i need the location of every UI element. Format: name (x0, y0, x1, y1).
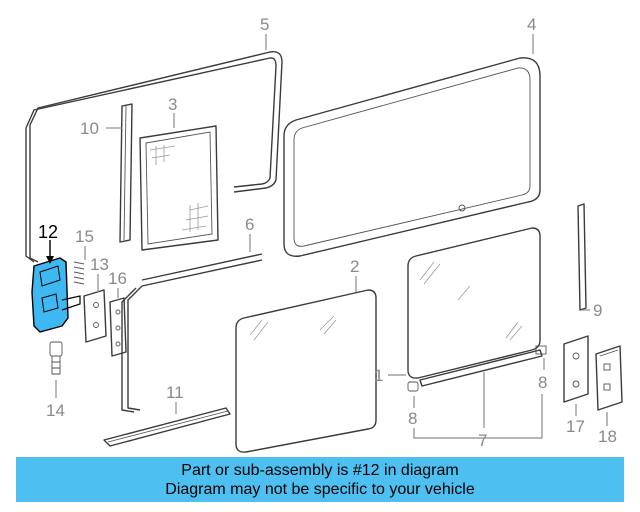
part-12-latch-housing (31, 257, 81, 333)
banner-line-2: Diagram may not be specific to your vehi… (165, 480, 475, 498)
banner-line-1: Part or sub-assembly is #12 in diagram (181, 461, 459, 479)
callout-7: 7 (478, 431, 487, 450)
part-17-plate (563, 335, 589, 403)
part-9-strip (577, 203, 587, 311)
part-10-channel (119, 103, 133, 243)
callout-18: 18 (598, 427, 617, 446)
part-6-run-channel (121, 253, 263, 413)
part-2-door-glass (235, 289, 377, 453)
part-1-glass-assembly (407, 227, 547, 387)
part-5-weatherstrip (25, 51, 283, 263)
parts-diagram: 5 4 3 10 6 2 1 11 18 9 12 13 15 16 14 8 … (25, 15, 623, 453)
callout-labels: 5 4 3 10 6 2 1 11 18 9 12 13 15 16 14 8 … (38, 15, 617, 450)
callout-6: 6 (245, 215, 254, 234)
callout-10: 10 (80, 119, 99, 138)
callout-13: 13 (90, 255, 109, 274)
callout-4: 4 (527, 15, 536, 34)
callout-17: 17 (566, 417, 585, 436)
part-15-spring (73, 261, 85, 285)
part-18-plate (595, 345, 623, 411)
callout-5: 5 (260, 15, 269, 34)
part-16-bracket (109, 297, 127, 357)
callout-3: 3 (168, 95, 177, 114)
part-13-bracket (83, 289, 107, 343)
part-11-sash-channel (103, 407, 231, 447)
callout-8-left: 8 (408, 409, 417, 428)
callout-11: 11 (166, 383, 184, 402)
callout-15: 15 (75, 227, 94, 246)
callout-14: 14 (46, 401, 65, 420)
callout-16: 16 (108, 269, 127, 288)
leader-lines (46, 34, 608, 439)
part-14-bolt (49, 341, 63, 375)
callout-9-label: 9 (593, 301, 602, 320)
callout-2: 2 (350, 257, 359, 276)
info-banner: Part or sub-assembly is #12 in diagram D… (16, 457, 624, 502)
callout-1: 1 (374, 366, 383, 385)
part-8-clip (407, 381, 419, 392)
callout-12: 12 (38, 222, 58, 242)
part-4-quarter-window (283, 57, 541, 257)
part-3-vent-window (139, 125, 219, 251)
callout-8-right: 8 (538, 373, 547, 392)
